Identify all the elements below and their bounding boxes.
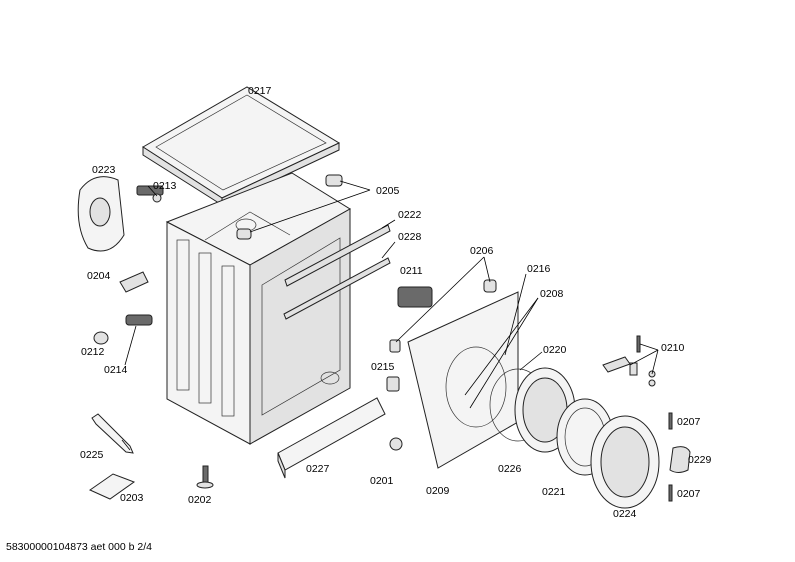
label-0210: 0210: [661, 342, 685, 354]
label-0205: 0205: [376, 185, 400, 197]
spring-part: [136, 185, 164, 203]
wrench-part: [91, 413, 134, 454]
back-cover-part: [77, 176, 125, 252]
screw-part: [196, 465, 214, 489]
label-0225: 0225: [80, 449, 104, 461]
plate-part: [88, 473, 136, 500]
label-0208: 0208: [540, 288, 564, 300]
cap-part: [389, 437, 403, 451]
label-0224: 0224: [613, 508, 637, 520]
label-0211: 0211: [400, 265, 423, 277]
hinge-pin-part: [125, 314, 153, 326]
label-0204: 0204: [87, 270, 111, 282]
label-0201: 0201: [370, 475, 394, 487]
label-0206: 0206: [470, 245, 494, 257]
label-0207-lower: 0207: [677, 488, 701, 500]
label-0217: 0217: [248, 85, 272, 97]
label-0216: 0216: [527, 263, 551, 275]
clip-part: [236, 174, 343, 240]
label-0222: 0222: [398, 209, 422, 221]
label-0228: 0228: [398, 231, 422, 243]
label-0220: 0220: [543, 344, 567, 356]
cross-brace-part: [283, 224, 391, 320]
label-0227: 0227: [306, 463, 330, 475]
label-0223: 0223: [92, 164, 116, 176]
label-0214: 0214: [104, 364, 128, 376]
small-part: [386, 339, 401, 392]
front-panel-part: [407, 291, 519, 469]
label-0221: 0221: [542, 486, 566, 498]
foot-part: [93, 331, 109, 345]
label-0212: 0212: [81, 346, 105, 358]
label-0213: 0213: [153, 180, 177, 192]
label-0215: 0215: [371, 361, 395, 373]
label-0226: 0226: [498, 463, 522, 475]
label-0229: 0229: [688, 454, 712, 466]
hinge-part: [602, 335, 656, 387]
door-ring-part: [590, 415, 660, 509]
door-lock-part: [397, 286, 433, 308]
label-0202: 0202: [188, 494, 212, 506]
leader-lines: [121, 180, 659, 451]
door-handle-part: [669, 446, 691, 473]
bracket-part: [119, 271, 149, 293]
document-number-footer: 58300000104873 aet 000 b 2/4: [6, 541, 152, 553]
label-0203: 0203: [120, 492, 144, 504]
drawer-part: [277, 397, 386, 479]
clip-part-0206: [483, 279, 497, 293]
label-0209: 0209: [426, 485, 450, 497]
cabinet-housing-part: [165, 172, 351, 445]
pin-part: [668, 412, 673, 502]
label-0207-upper: 0207: [677, 416, 701, 428]
